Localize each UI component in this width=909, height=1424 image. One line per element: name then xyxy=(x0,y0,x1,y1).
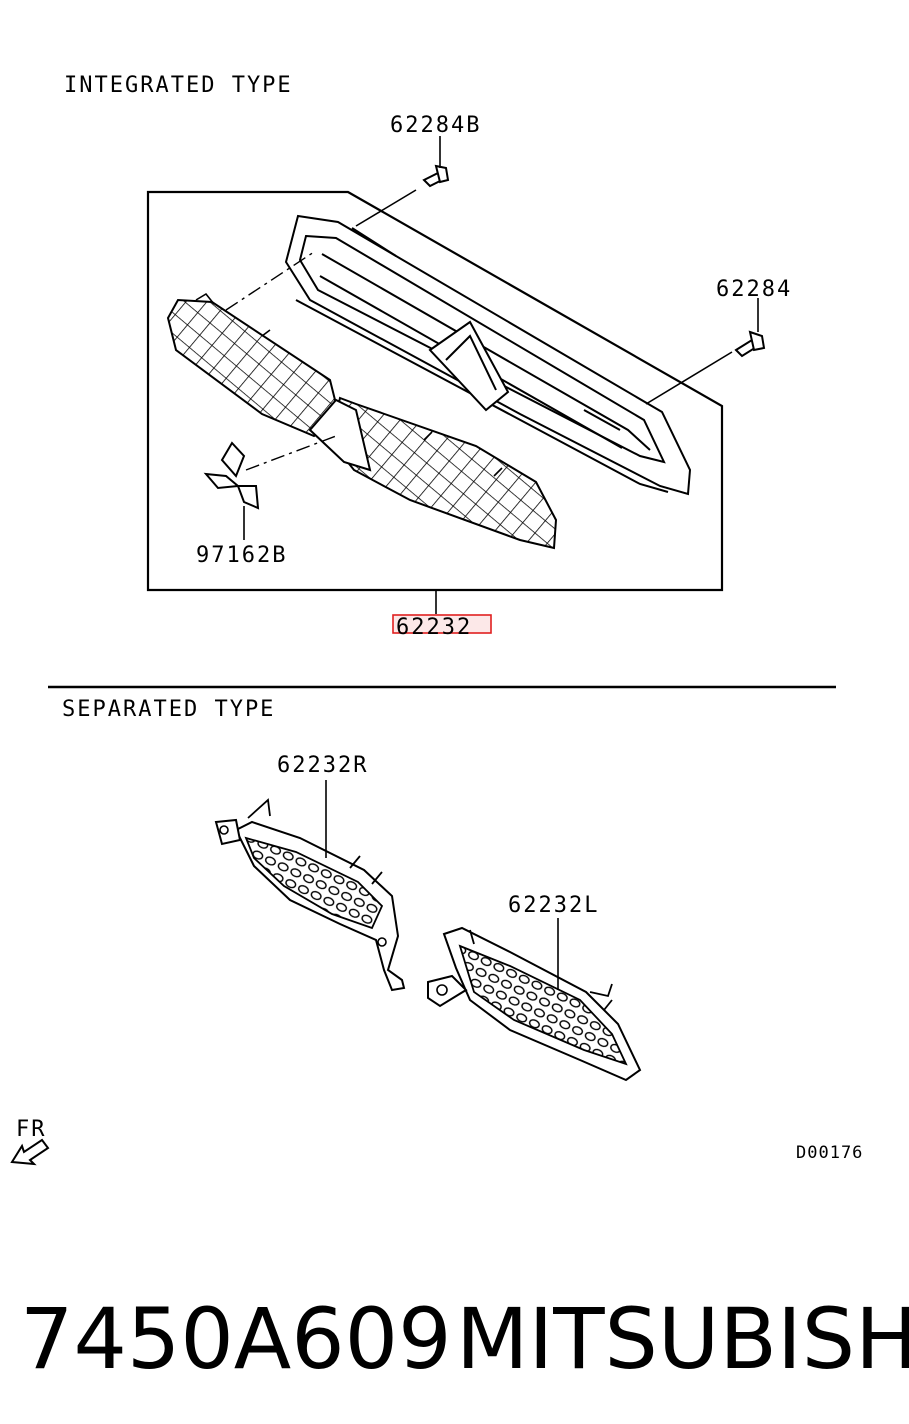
callout-62284: 62284 xyxy=(716,277,792,302)
brand-name: MITSUBISHI xyxy=(456,1290,909,1388)
assembly-guide-lines xyxy=(225,251,337,471)
front-arrow-icon xyxy=(10,1138,50,1166)
screw-icon xyxy=(734,330,766,358)
assembly-box xyxy=(146,190,724,592)
mesh-grille xyxy=(166,292,558,550)
leader-lines xyxy=(243,136,759,614)
grille-frame xyxy=(284,214,692,496)
callout-62232l: 62232L xyxy=(508,893,599,918)
screw-icon xyxy=(422,164,450,188)
front-direction-label: FR xyxy=(16,1117,47,1142)
drawing-code: D00176 xyxy=(796,1143,863,1163)
separated-type-title: SEPARATED TYPE xyxy=(62,697,275,722)
leader-lines-separated xyxy=(325,780,559,990)
integrated-type-title: INTEGRATED TYPE xyxy=(64,73,293,98)
grille-left-part xyxy=(427,926,642,1082)
diamond-emblem-icon xyxy=(203,441,260,510)
callout-62232r: 62232R xyxy=(277,753,368,778)
part-number: 7450A609 xyxy=(20,1290,452,1388)
callout-62284b: 62284B xyxy=(390,113,481,138)
callout-62232[interactable]: 62232 xyxy=(396,615,472,640)
highlighted-part-box[interactable] xyxy=(392,614,492,634)
grille-right-part xyxy=(214,798,406,992)
callout-97162b: 97162B xyxy=(196,543,287,568)
